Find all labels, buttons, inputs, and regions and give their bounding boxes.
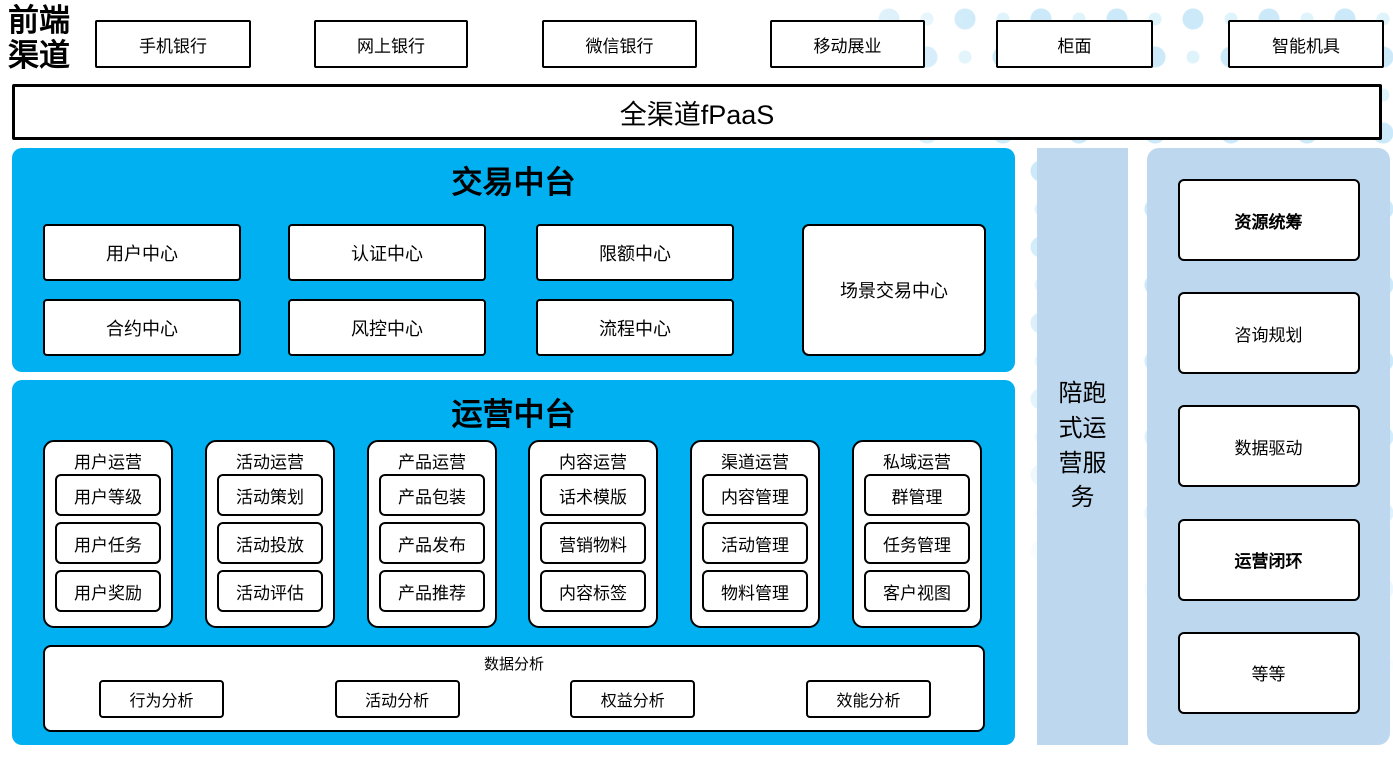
- ops-item: 活动投放: [217, 522, 323, 564]
- ops-group-product: 产品运营 产品包装 产品发布 产品推荐: [367, 440, 497, 628]
- ops-group-content: 内容运营 话术模版 营销物料 内容标签: [528, 440, 658, 628]
- right-service-panel: 资源统筹 咨询规划 数据驱动 运营闭环 等等: [1147, 148, 1390, 745]
- ops-group-title: 私域运营: [883, 453, 951, 472]
- ops-group-title: 活动运营: [236, 453, 304, 472]
- ops-item: 内容管理: [702, 474, 808, 516]
- transaction-platform-title: 交易中台: [451, 165, 576, 200]
- ops-item: 用户任务: [55, 522, 161, 564]
- center-box-contract: 合约中心: [43, 299, 241, 356]
- ops-item: 活动评估: [217, 570, 323, 612]
- operation-platform-title: 运营中台: [451, 397, 576, 432]
- frontend-channels-label-line1: 前端: [8, 3, 70, 38]
- ops-item: 用户等级: [55, 474, 161, 516]
- ops-group-title: 产品运营: [398, 453, 466, 472]
- ops-group-title: 用户运营: [74, 453, 142, 472]
- ops-group-activity: 活动运营 活动策划 活动投放 活动评估: [205, 440, 335, 628]
- ops-item: 客户视图: [864, 570, 970, 612]
- frontend-channels-label: 前端 渠道: [8, 3, 90, 73]
- frontend-channels-label-line2: 渠道: [8, 37, 70, 73]
- data-analysis-row: 行为分析 活动分析 权益分析 效能分析: [45, 680, 983, 718]
- analysis-box-behavior: 行为分析: [99, 680, 224, 718]
- ops-group-channel: 渠道运营 内容管理 活动管理 物料管理: [690, 440, 820, 628]
- side-service-label: 陪跑式运营服务: [1058, 379, 1107, 512]
- ops-item: 物料管理: [702, 570, 808, 612]
- ops-item: 话术模版: [540, 474, 646, 516]
- side-service-bar: 陪跑式运营服务: [1037, 148, 1128, 745]
- center-box-limit: 限额中心: [536, 224, 734, 281]
- center-box-authentication: 认证中心: [288, 224, 486, 281]
- operation-platform-section: 运营中台 用户运营 用户等级 用户任务 用户奖励 活动运营 活动策划 活动投放 …: [12, 380, 1015, 745]
- channel-box-smart-devices: 智能机具: [1228, 20, 1384, 68]
- data-analysis-panel: 数据分析 行为分析 活动分析 权益分析 效能分析: [43, 645, 985, 732]
- channel-box-mobile-sales: 移动展业: [770, 20, 925, 68]
- ops-item: 群管理: [864, 474, 970, 516]
- center-box-user: 用户中心: [43, 224, 241, 281]
- channel-box-online-banking: 网上银行: [314, 20, 468, 68]
- transaction-platform-section: 交易中台 用户中心 认证中心 限额中心 合约中心 风控中心 流程中心 场景交易中…: [12, 148, 1015, 372]
- ops-group-title: 内容运营: [559, 453, 627, 472]
- fpaas-bar: 全渠道fPaaS: [12, 84, 1382, 140]
- center-box-process: 流程中心: [536, 299, 734, 356]
- channel-box-wechat-banking: 微信银行: [542, 20, 697, 68]
- center-box-risk-control: 风控中心: [288, 299, 486, 356]
- ops-item: 内容标签: [540, 570, 646, 612]
- ops-item: 产品发布: [379, 522, 485, 564]
- ops-item: 营销物料: [540, 522, 646, 564]
- service-box-consulting-planning: 咨询规划: [1177, 292, 1360, 375]
- ops-item: 产品推荐: [379, 570, 485, 612]
- service-box-etc: 等等: [1177, 631, 1360, 714]
- analysis-box-rights: 权益分析: [570, 680, 696, 718]
- ops-item: 活动策划: [217, 474, 323, 516]
- analysis-box-efficiency: 效能分析: [805, 680, 931, 718]
- data-analysis-title: 数据分析: [483, 656, 544, 673]
- service-box-resource-coordination: 资源统筹: [1177, 179, 1360, 262]
- ops-group-user: 用户运营 用户等级 用户任务 用户奖励: [43, 440, 173, 628]
- ops-item: 用户奖励: [55, 570, 161, 612]
- ops-item: 产品包装: [379, 474, 485, 516]
- center-box-scenario-transaction: 场景交易中心: [802, 224, 986, 356]
- ops-item: 活动管理: [702, 522, 808, 564]
- analysis-box-activity: 活动分析: [334, 680, 460, 718]
- ops-group-title: 渠道运营: [721, 453, 789, 472]
- service-box-data-driven: 数据驱动: [1177, 405, 1360, 488]
- channel-box-mobile-banking: 手机银行: [95, 20, 251, 68]
- ops-group-private-domain: 私域运营 群管理 任务管理 客户视图: [852, 440, 982, 628]
- ops-item: 任务管理: [864, 522, 970, 564]
- channel-box-counter: 柜面: [996, 20, 1153, 68]
- service-box-operation-loop: 运营闭环: [1177, 518, 1360, 601]
